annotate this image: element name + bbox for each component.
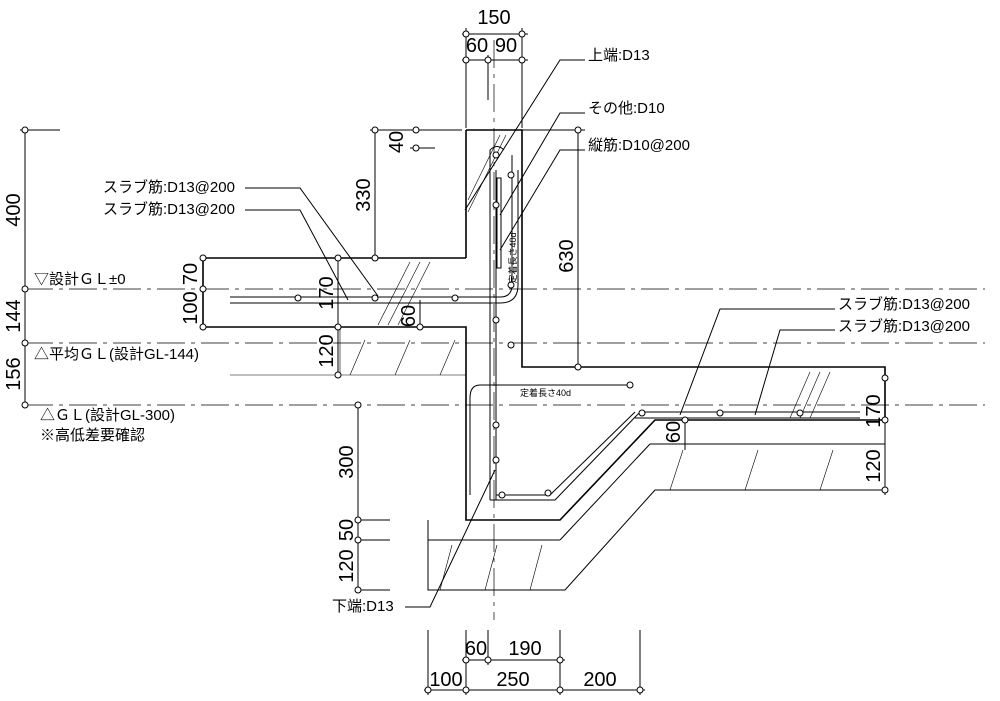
level-gl300: △ＧＬ(設計GL-300) [40, 407, 175, 424]
dim-bottom-250: 250 [496, 669, 529, 691]
dim-footing-50: 50 [336, 519, 358, 541]
dim-footing-120: 120 [336, 549, 358, 582]
dim-rslab-170: 170 [863, 394, 885, 427]
label-top-rebar: 上端:D13 [588, 47, 650, 64]
label-anchorage-vertical: 定着長さ40d [507, 232, 518, 283]
rebar [230, 146, 860, 501]
dim-bottom-190: 190 [508, 638, 541, 660]
dim-slab-70: 70 [180, 263, 202, 285]
label-other-rebar: その他:D10 [588, 100, 665, 117]
dim-slab-170: 170 [316, 276, 338, 309]
dim-top-left: 60 [466, 35, 488, 57]
level-note: ※高低差要確認 [40, 427, 145, 444]
level-avg-gl: △平均ＧＬ(設計GL-144) [34, 346, 199, 363]
dim-wall-40: 40 [386, 131, 408, 153]
rebar-label-texts: 上端:D13 その他:D10 縦筋:D10@200 スラブ筋:D13@200 ス… [103, 47, 970, 615]
dim-left-400: 400 [3, 193, 25, 226]
level-lines [25, 40, 985, 620]
concrete-outline [202, 129, 886, 591]
dim-top-right: 90 [495, 35, 517, 57]
dimension-texts: 150 60 90 60 190 100 250 200 400 144 156… [3, 7, 885, 691]
dim-left-156: 156 [3, 357, 25, 390]
label-bottom-rebar: 下端:D13 [332, 598, 394, 615]
dimension-lines [20, 28, 889, 695]
dim-wall-630: 630 [556, 239, 578, 272]
dim-slab-120: 120 [316, 334, 338, 367]
label-slab-left-2: スラブ筋:D13@200 [103, 200, 235, 218]
dim-top-total: 150 [477, 7, 510, 29]
dim-bottom-100: 100 [429, 669, 462, 691]
leader-lines [245, 59, 835, 608]
dim-bottom-60: 60 [465, 638, 487, 660]
rebar-dots [294, 151, 804, 499]
dim-footing-300: 300 [336, 445, 358, 478]
dim-slab-60: 60 [398, 305, 420, 327]
dim-rslab-60: 60 [663, 421, 685, 443]
dim-wall-330: 330 [353, 178, 375, 211]
label-slab-right-1: スラブ筋:D13@200 [838, 295, 970, 313]
label-slab-right-2: スラブ筋:D13@200 [838, 317, 970, 335]
gravel-hatching [230, 134, 834, 591]
label-slab-left-1: スラブ筋:D13@200 [103, 178, 235, 196]
label-vertical-rebar: 縦筋:D10@200 [588, 137, 690, 154]
level-texts: ▽設計ＧＬ±0 △平均ＧＬ(設計GL-144) △ＧＬ(設計GL-300) ※高… [34, 271, 199, 444]
dim-rslab-120: 120 [863, 449, 885, 482]
dim-left-144: 144 [3, 299, 25, 332]
dim-bottom-200: 200 [583, 669, 616, 691]
dim-slab-100: 100 [180, 291, 202, 324]
label-anchorage-horizontal: 定着長さ40d [520, 387, 571, 398]
level-gl0: ▽設計ＧＬ±0 [34, 271, 126, 288]
